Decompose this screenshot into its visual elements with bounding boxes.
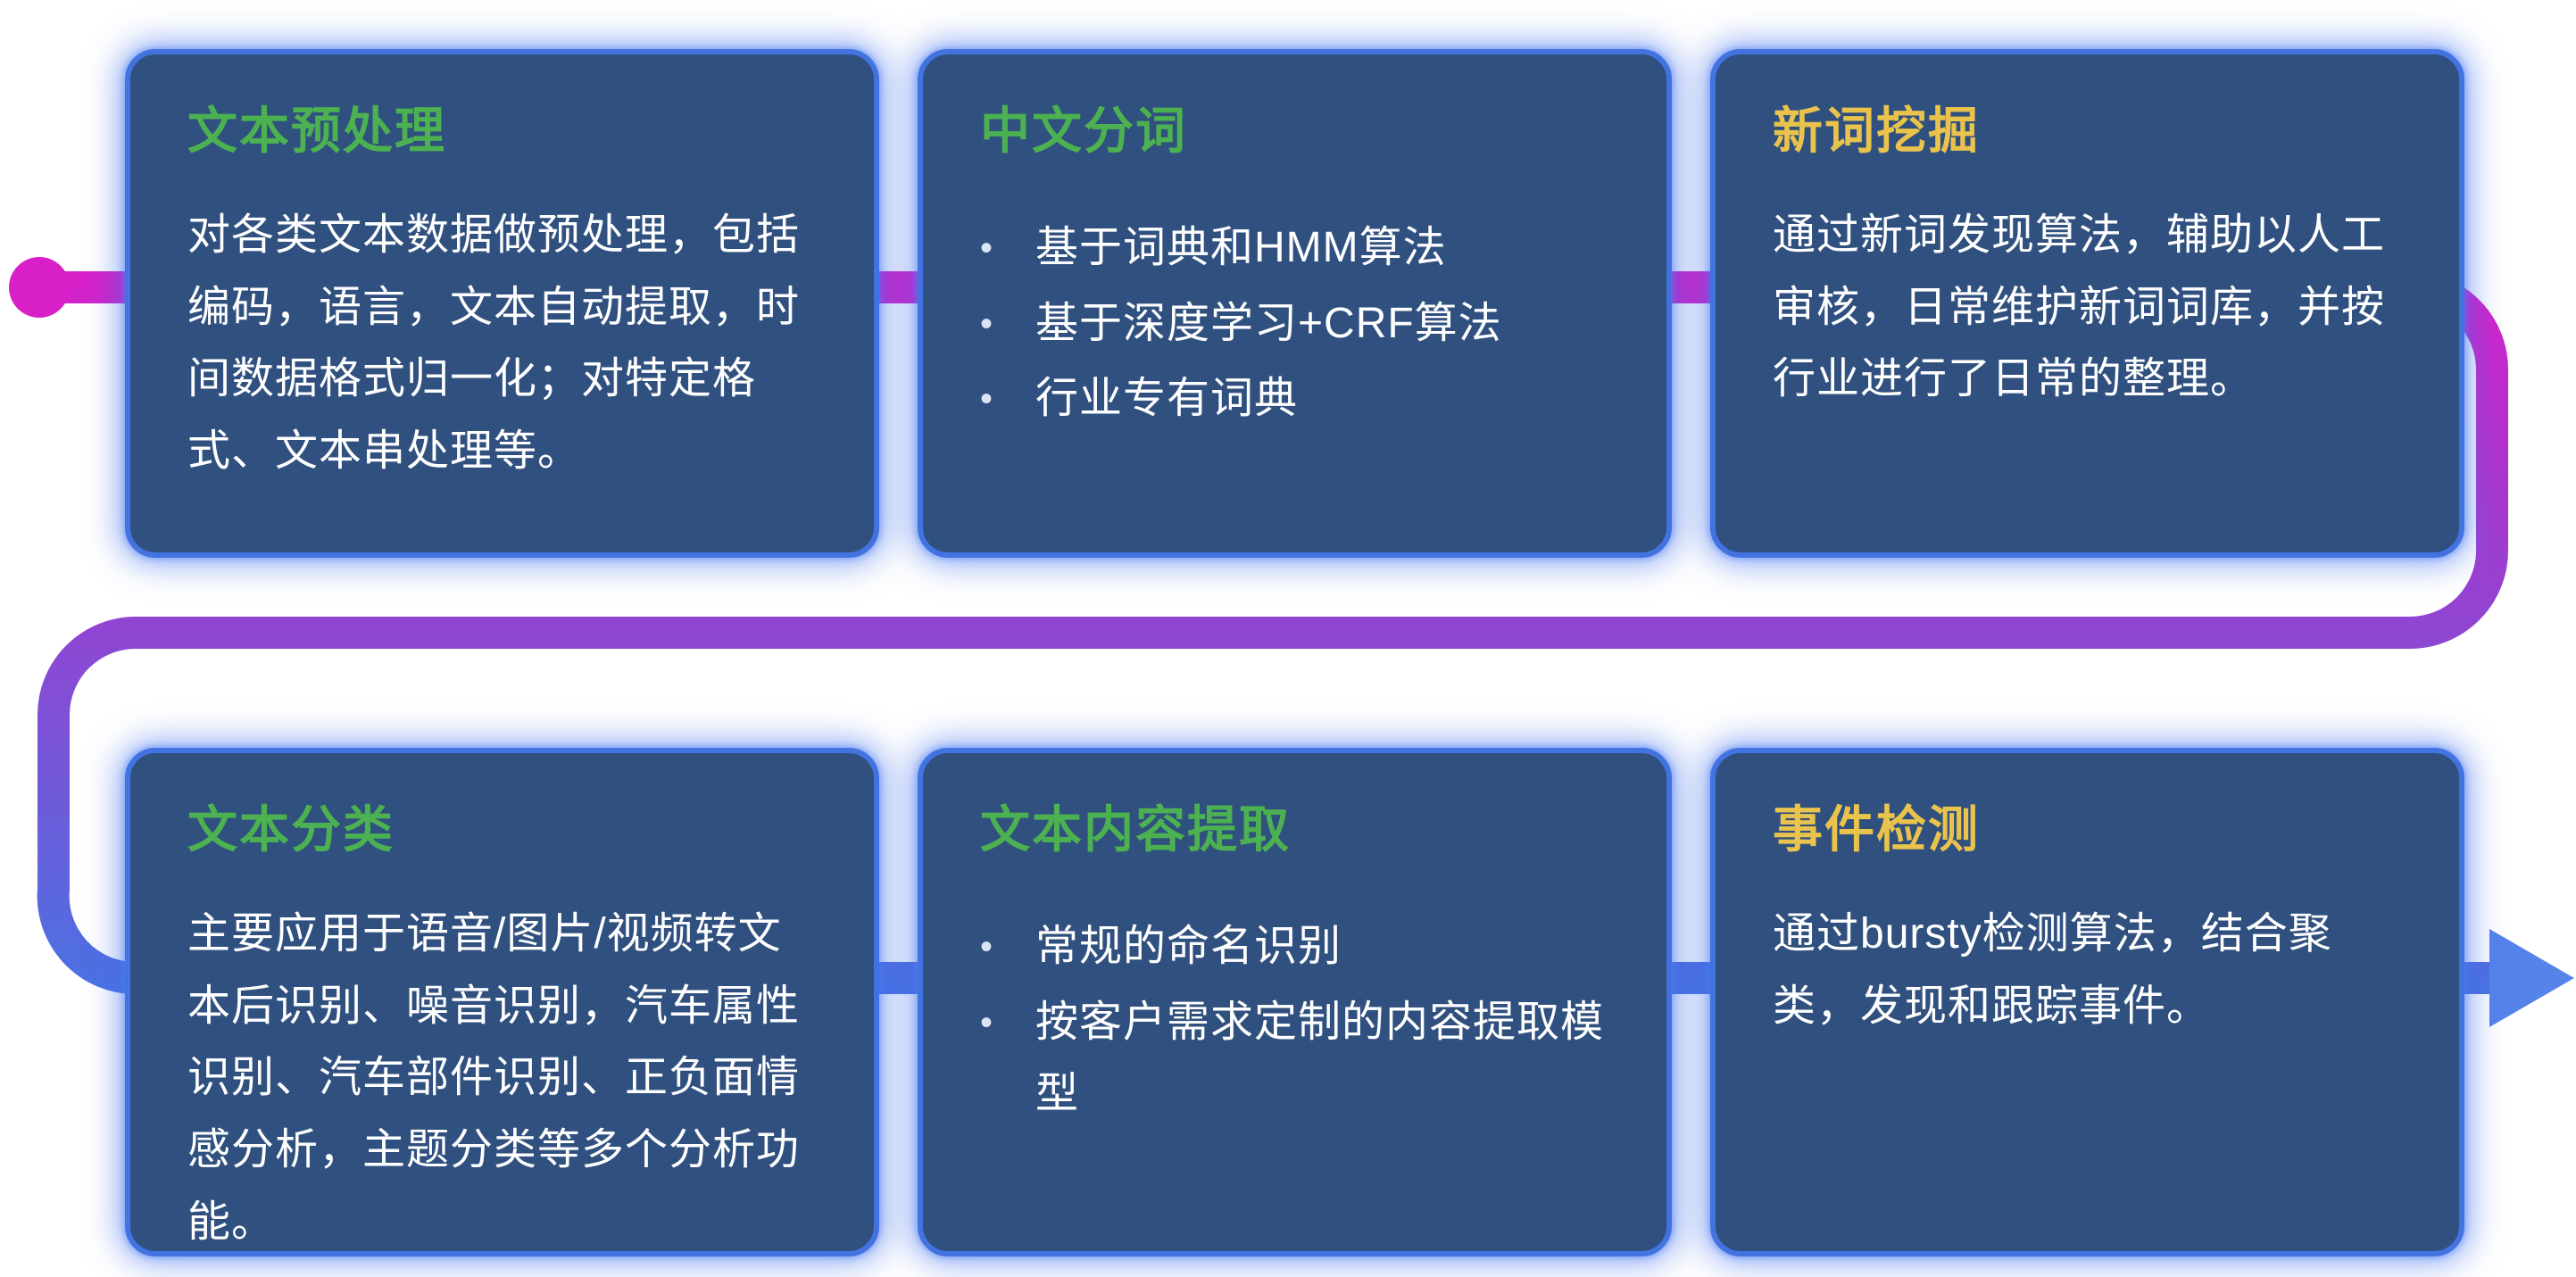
- card-body-text: 主要应用于语音/图片/视频转文本后识别、噪音识别，汽车属性识别、汽车部件识别、正…: [187, 910, 801, 1246]
- card-title: 文本预处理: [187, 103, 446, 159]
- list-item-text: 行业专有词典: [1035, 375, 1299, 423]
- list-item-text: 基于词典和HMM算法: [1035, 224, 1447, 272]
- bullet-icon: •: [980, 379, 994, 419]
- card-text-preprocessing: 文本预处理 对各类文本数据做预处理，包括编码，语言，文本自动提取，时间数据格式归…: [125, 49, 879, 558]
- card-bullet-list: • 常规的命名识别 • 按客户需求定制的内容提取模型: [980, 899, 1613, 1131]
- card-body-text: 对各类文本数据做预处理，包括编码，语言，文本自动提取，时间数据格式归一化；对特定…: [187, 211, 801, 476]
- list-item-text: 基于深度学习+CRF算法: [1035, 299, 1502, 347]
- bullet-icon: •: [980, 303, 994, 344]
- card-chinese-word-segmentation: 中文分词 • 基于词典和HMM算法 • 基于深度学习+CRF算法 • 行业专有词…: [918, 49, 1672, 558]
- card-body-text: 通过bursty检测算法，结合聚类，发现和跟踪事件。: [1773, 910, 2332, 1030]
- card-body-text: 通过新词发现算法，辅助以人工审核，日常维护新词词库，并按行业进行了日常的整理。: [1773, 211, 2386, 403]
- list-item-text: 常规的命名识别: [1035, 923, 1342, 971]
- card-event-detection: 事件检测 通过bursty检测算法，结合聚类，发现和跟踪事件。: [1710, 748, 2464, 1256]
- list-item: • 常规的命名识别: [980, 911, 1613, 983]
- flow-arrow-icon: [2489, 929, 2574, 1027]
- list-item: • 基于深度学习+CRF算法: [980, 288, 1613, 361]
- list-item: • 基于词典和HMM算法: [980, 212, 1613, 285]
- card-title: 新词挖掘: [1773, 103, 1980, 159]
- flow-start-dot: [9, 257, 70, 318]
- card-text-content-extraction: 文本内容提取 • 常规的命名识别 • 按客户需求定制的内容提取模型: [918, 748, 1672, 1256]
- card-title: 文本内容提取: [980, 801, 1291, 858]
- card-bullet-list: • 基于词典和HMM算法 • 基于深度学习+CRF算法 • 行业专有词典: [980, 200, 1613, 435]
- card-title: 中文分词: [980, 103, 1187, 159]
- bullet-icon: •: [980, 228, 994, 269]
- list-item: • 按客户需求定制的内容提取模型: [980, 987, 1613, 1131]
- card-new-word-mining: 新词挖掘 通过新词发现算法，辅助以人工审核，日常维护新词词库，并按行业进行了日常…: [1710, 49, 2464, 558]
- flow-connector-path: [21, 271, 2515, 995]
- list-item: • 行业专有词典: [980, 363, 1613, 435]
- card-title: 事件检测: [1773, 801, 1980, 858]
- card-title: 文本分类: [187, 801, 395, 858]
- list-item-text: 按客户需求定制的内容提取模型: [1035, 998, 1605, 1118]
- bullet-icon: •: [980, 927, 994, 967]
- bullet-icon: •: [980, 1002, 994, 1042]
- card-text-classification: 文本分类 主要应用于语音/图片/视频转文本后识别、噪音识别，汽车属性识别、汽车部…: [125, 748, 879, 1256]
